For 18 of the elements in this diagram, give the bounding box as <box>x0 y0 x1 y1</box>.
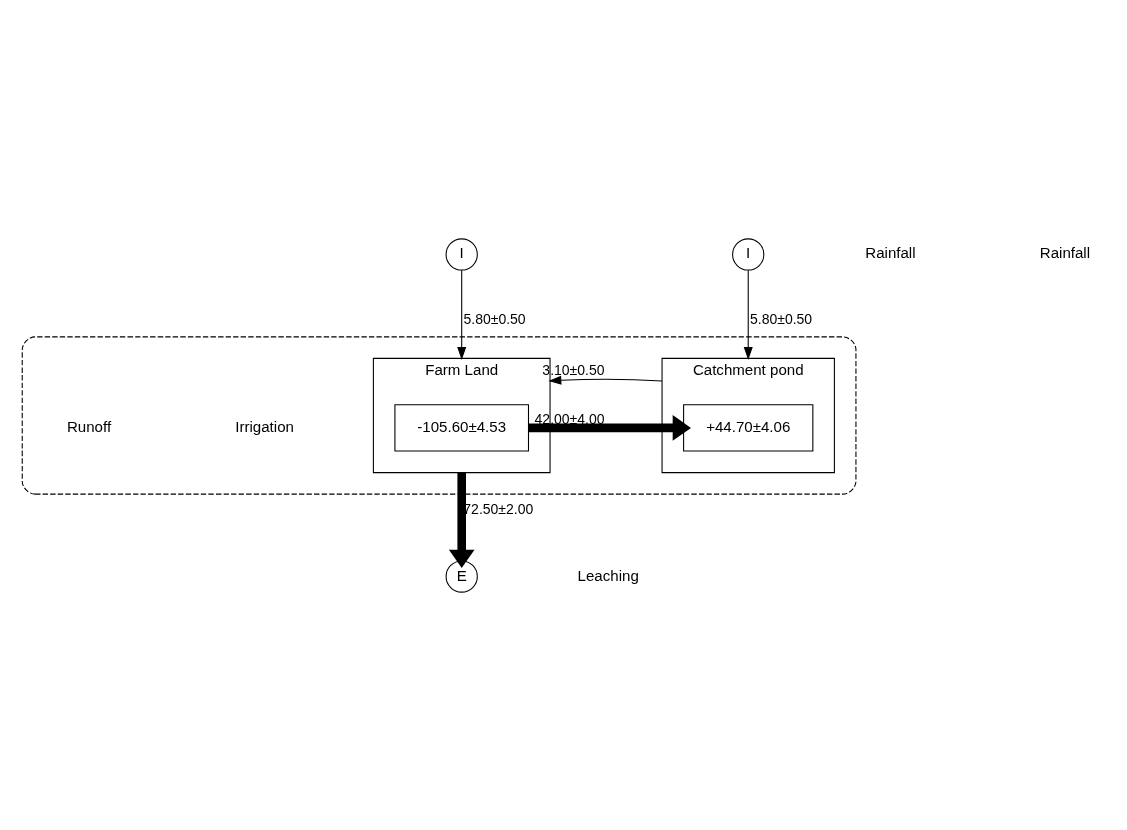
arrow <box>743 269 753 360</box>
node-circle: I <box>445 237 478 271</box>
edge-label: 5.80±0.50 <box>749 310 813 327</box>
label: Runoff <box>66 417 112 435</box>
node-box: -105.60±4.53 <box>394 403 530 452</box>
label: Leaching <box>577 566 639 584</box>
node-circle: I <box>732 237 765 271</box>
arrow <box>457 269 467 360</box>
cluster <box>21 335 857 495</box>
node-box: +44.70±4.06 <box>683 403 814 452</box>
label: Rainfall <box>865 243 916 261</box>
node-circle: E <box>445 559 478 593</box>
arrow <box>548 375 663 385</box>
arrow <box>448 472 475 568</box>
label: Rainfall <box>1039 243 1091 261</box>
label: Irrigation <box>235 417 294 435</box>
edge-label: 5.80±0.50 <box>463 310 526 327</box>
edge-label: 72.50±2.00 <box>463 500 534 517</box>
